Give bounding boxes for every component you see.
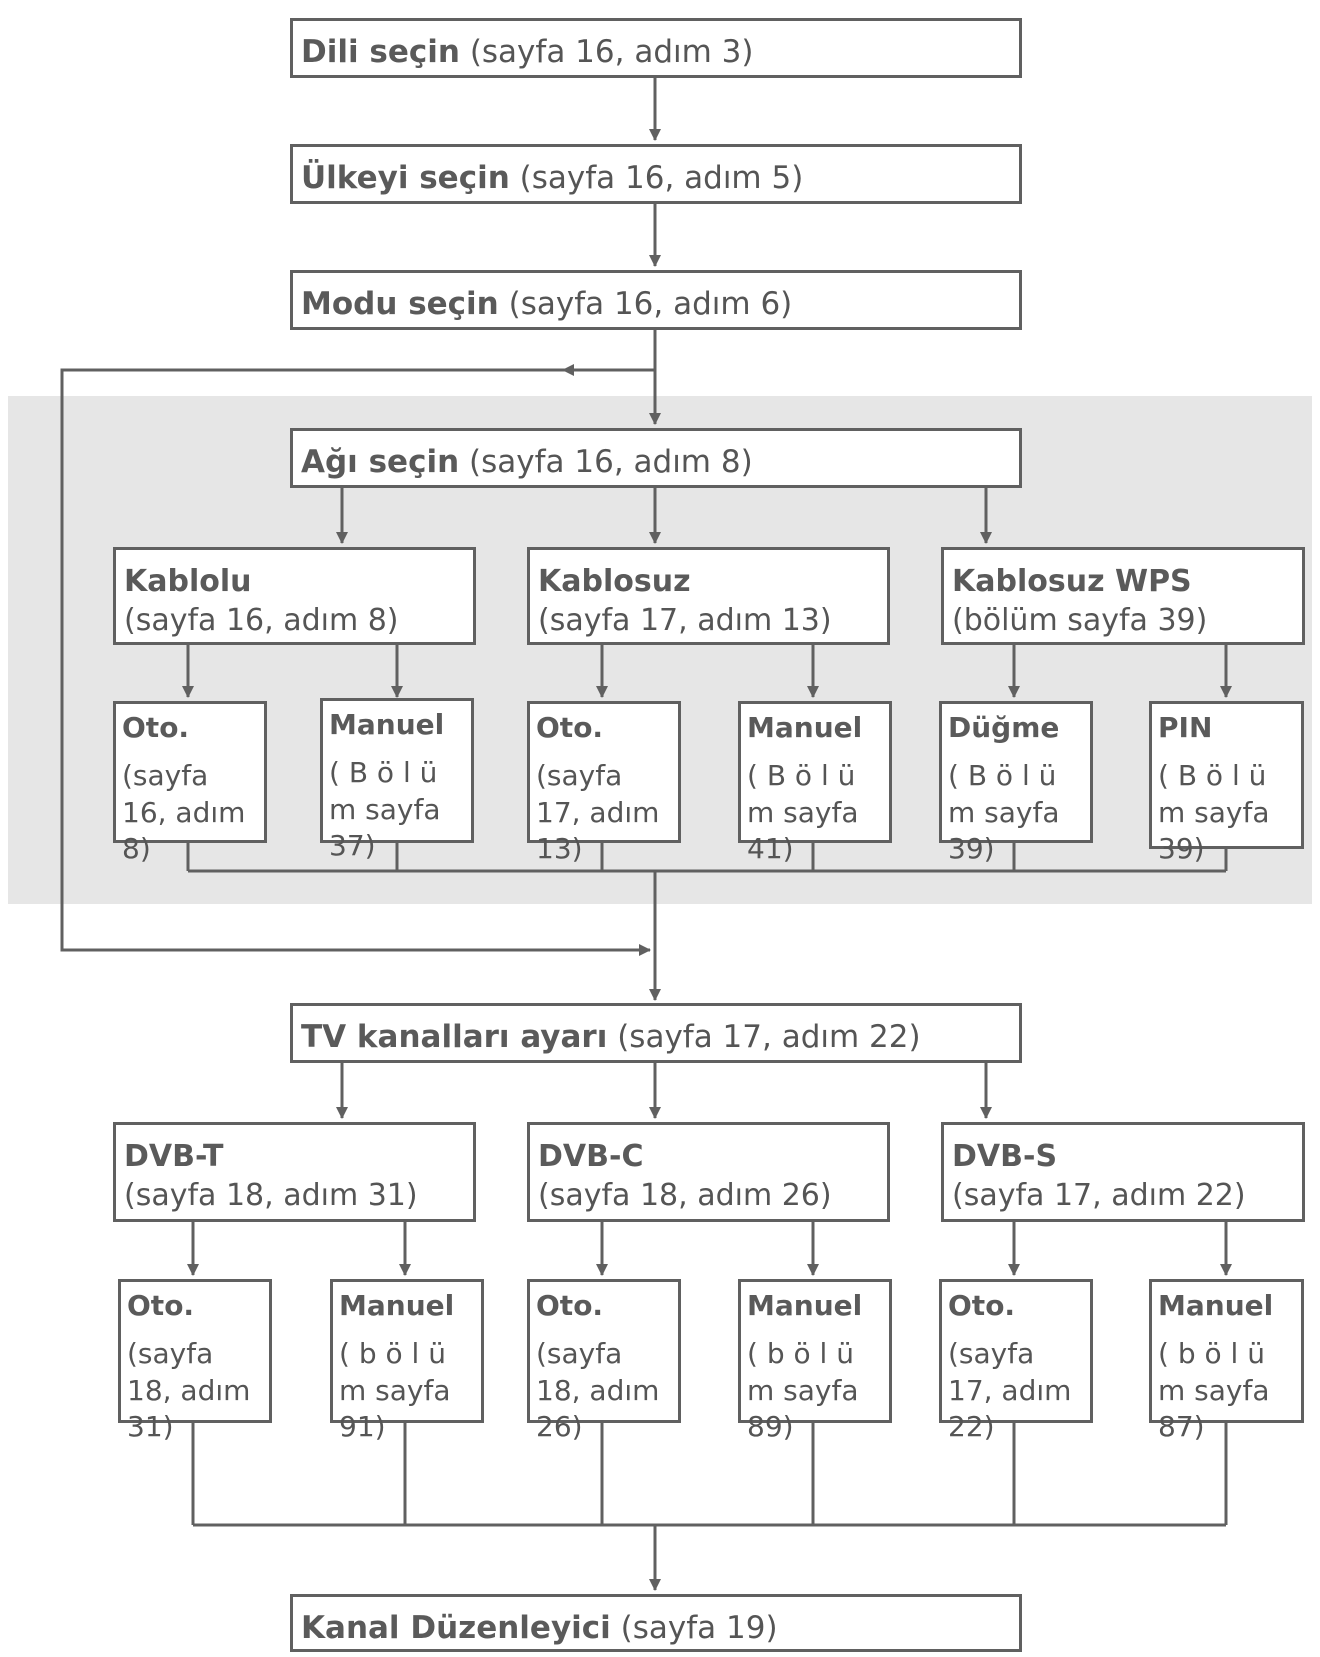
option-ref: ( B ö l ü m sayfa 37) [329,756,441,863]
network-type-ref: (sayfa 17, adım 13) [538,603,832,638]
option-ref: (sayfa 16, adım 8) [122,759,246,866]
step-title: Kanal Düzenleyici [301,1610,611,1646]
step-title: Ağı seçin [301,444,460,480]
option-title: Manuel [747,711,863,744]
option-ref: ( B ö l ü m sayfa 39) [1158,759,1270,866]
option-title: Oto. [122,711,190,744]
network-type-title: Kablosuz WPS [952,564,1192,599]
dvb-t-auto-option: Oto. (sayfa 18, adım 31) [118,1279,272,1443]
step-tv-channels: TV kanalları ayarı (sayfa 17, adım 22) [290,1003,1022,1063]
step-ref: (sayfa 19) [620,1610,778,1646]
dvb-s-manual-option: Manuel ( b ö l ü m sayfa 87) [1149,1279,1304,1443]
option-ref: ( b ö l ü m sayfa 87) [1158,1337,1270,1444]
option-ref: (sayfa 17, adım 13) [536,759,660,866]
option-ref: ( B ö l ü m sayfa 41) [747,759,859,866]
network-type-wired: Kablolu (sayfa 16, adım 8) [113,547,476,645]
step-ref: (sayfa 16, adım 8) [469,444,753,480]
option-ref: (sayfa 18, adım 26) [536,1337,660,1444]
tuner-type-dvb-s: DVB-S (sayfa 17, adım 22) [941,1122,1305,1222]
tuner-type-dvb-t: DVB-T (sayfa 18, adım 31) [113,1122,476,1222]
option-ref: ( B ö l ü m sayfa 39) [948,759,1060,866]
step-channel-editor: Kanal Düzenleyici (sayfa 19) [290,1594,1022,1652]
option-title: Manuel [339,1289,455,1322]
option-title: Manuel [747,1289,863,1322]
step-ref: (sayfa 16, adım 5) [519,160,804,196]
network-type-ref: (sayfa 16, adım 8) [124,603,399,638]
step-language: Dili seçin (sayfa 16, adım 3) [290,18,1022,78]
option-title: Oto. [536,711,604,744]
wired-manual-option: Manuel ( B ö l ü m sayfa 37) [320,698,474,862]
step-ref: (sayfa 17, adım 22) [617,1019,921,1055]
step-title: TV kanalları ayarı [301,1019,608,1055]
dvb-c-auto-option: Oto. (sayfa 18, adım 26) [527,1279,681,1443]
option-ref: ( b ö l ü m sayfa 91) [339,1337,451,1444]
step-ref: (sayfa 16, adım 6) [508,286,793,322]
step-network: Ağı seçin (sayfa 16, adım 8) [290,428,1022,488]
step-title: Ülkeyi seçin [301,160,510,196]
tuner-type-title: DVB-C [538,1139,644,1174]
wired-auto-option: Oto. (sayfa 16, adım 8) [113,701,267,865]
option-title: Oto. [948,1289,1016,1322]
step-ref: (sayfa 16, adım 3) [469,34,754,70]
network-type-title: Kablosuz [538,564,691,599]
option-title: Düğme [948,711,1060,744]
step-country: Ülkeyi seçin (sayfa 16, adım 5) [290,144,1022,204]
tuner-type-title: DVB-T [124,1139,224,1174]
wps-pin-option: PIN ( B ö l ü m sayfa 39) [1149,701,1304,865]
tuner-type-ref: (sayfa 17, adım 22) [952,1178,1246,1213]
network-type-title: Kablolu [124,564,252,599]
tuner-type-ref: (sayfa 18, adım 31) [124,1178,418,1213]
dvb-s-auto-option: Oto. (sayfa 17, adım 22) [939,1279,1093,1443]
step-mode: Modu seçin (sayfa 16, adım 6) [290,270,1022,330]
wireless-auto-option: Oto. (sayfa 17, adım 13) [527,701,681,865]
network-type-wireless-wps: Kablosuz WPS (bölüm sayfa 39) [941,547,1305,645]
dvb-t-manual-option: Manuel ( b ö l ü m sayfa 91) [330,1279,484,1443]
option-title: Manuel [1158,1289,1274,1322]
option-title: Oto. [536,1289,604,1322]
tuner-type-dvb-c: DVB-C (sayfa 18, adım 26) [527,1122,890,1222]
option-ref: (sayfa 18, adım 31) [127,1337,251,1444]
option-ref: ( b ö l ü m sayfa 89) [747,1337,859,1444]
step-title: Modu seçin [301,286,499,322]
option-title: Oto. [127,1289,195,1322]
wireless-manual-option: Manuel ( B ö l ü m sayfa 41) [738,701,892,865]
option-title: PIN [1158,711,1213,744]
tuner-type-title: DVB-S [952,1139,1058,1174]
network-type-wireless: Kablosuz (sayfa 17, adım 13) [527,547,890,645]
step-title: Dili seçin [301,34,460,70]
option-title: Manuel [329,708,445,741]
dvb-c-manual-option: Manuel ( b ö l ü m sayfa 89) [738,1279,892,1443]
option-ref: (sayfa 17, adım 22) [948,1337,1072,1444]
tuner-type-ref: (sayfa 18, adım 26) [538,1178,832,1213]
wps-button-option: Düğme ( B ö l ü m sayfa 39) [939,701,1093,865]
network-type-ref: (bölüm sayfa 39) [952,603,1208,638]
